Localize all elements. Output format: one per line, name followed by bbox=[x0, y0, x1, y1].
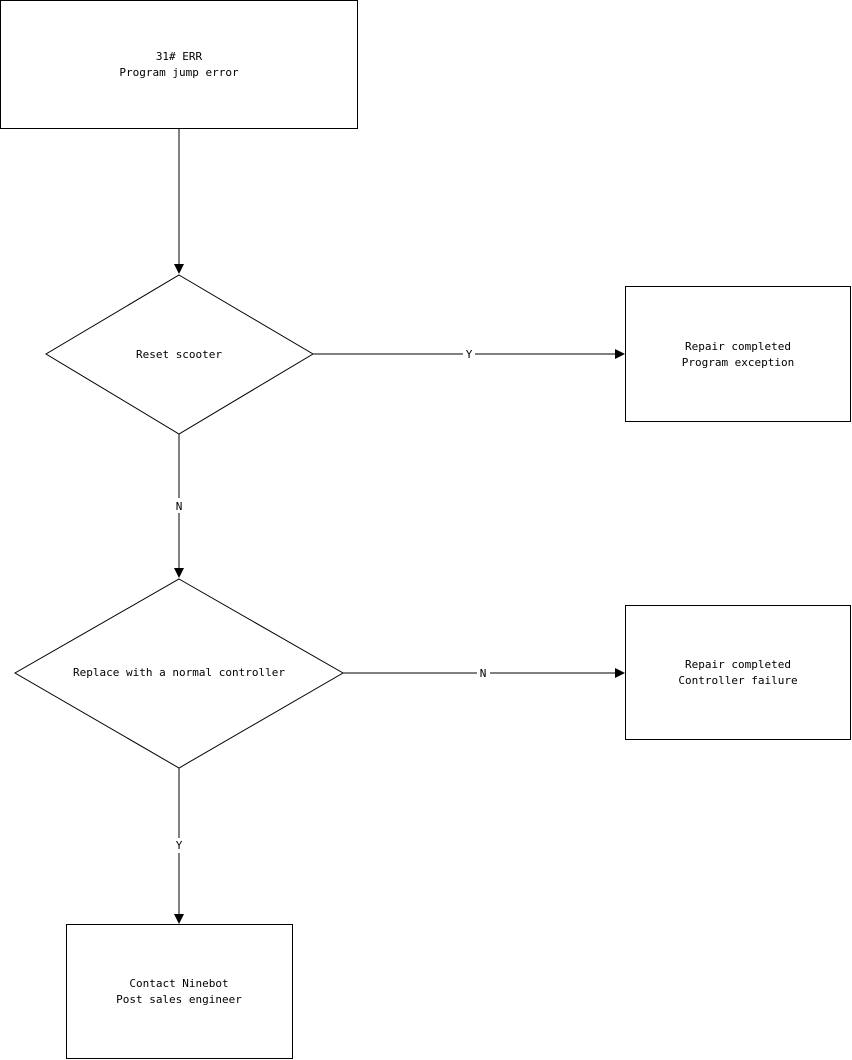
program-exception-node: Repair completed Program exception bbox=[625, 286, 851, 422]
node-subtitle: Program jump error bbox=[119, 66, 239, 79]
edge-label-background bbox=[477, 666, 490, 680]
edge-label-n: N bbox=[480, 667, 487, 680]
decision-label: Reset scooter bbox=[136, 348, 222, 361]
process-box bbox=[66, 924, 293, 1059]
reset-decision-node: Reset scooter bbox=[45, 274, 314, 435]
process-box bbox=[625, 605, 851, 740]
node-subtitle: Program exception bbox=[682, 356, 795, 369]
node-title: Repair completed bbox=[685, 658, 791, 671]
decision-diamond bbox=[13, 578, 345, 769]
decision-diamond bbox=[45, 274, 314, 435]
node-subtitle: Post sales engineer bbox=[116, 993, 242, 1006]
contact-engineer-node: Contact Ninebot Post sales engineer bbox=[66, 924, 293, 1059]
edge-label-background bbox=[172, 498, 186, 513]
edge-label-n: N bbox=[176, 500, 183, 513]
edge-reset-yes: Y bbox=[313, 347, 625, 361]
edge-label-y: Y bbox=[466, 348, 473, 361]
replace-controller-decision-node: Replace with a normal controller bbox=[13, 578, 345, 769]
edge-reset-no: N bbox=[172, 434, 186, 578]
edge-label-background bbox=[463, 347, 475, 361]
decision-label: Replace with a normal controller bbox=[73, 666, 285, 679]
node-title: Contact Ninebot bbox=[129, 977, 228, 990]
process-box bbox=[625, 286, 851, 422]
node-title: Repair completed bbox=[685, 340, 791, 353]
edge-replace-no: N bbox=[343, 666, 625, 680]
process-box bbox=[0, 0, 358, 129]
node-title: 31# ERR bbox=[156, 50, 203, 63]
edge-replace-yes: Y bbox=[172, 768, 186, 924]
edge-label-background bbox=[172, 838, 186, 853]
node-subtitle: Controller failure bbox=[678, 674, 797, 687]
edge-label-y: Y bbox=[176, 839, 183, 852]
start-node: 31# ERR Program jump error bbox=[0, 0, 358, 129]
controller-failure-node: Repair completed Controller failure bbox=[625, 605, 851, 740]
